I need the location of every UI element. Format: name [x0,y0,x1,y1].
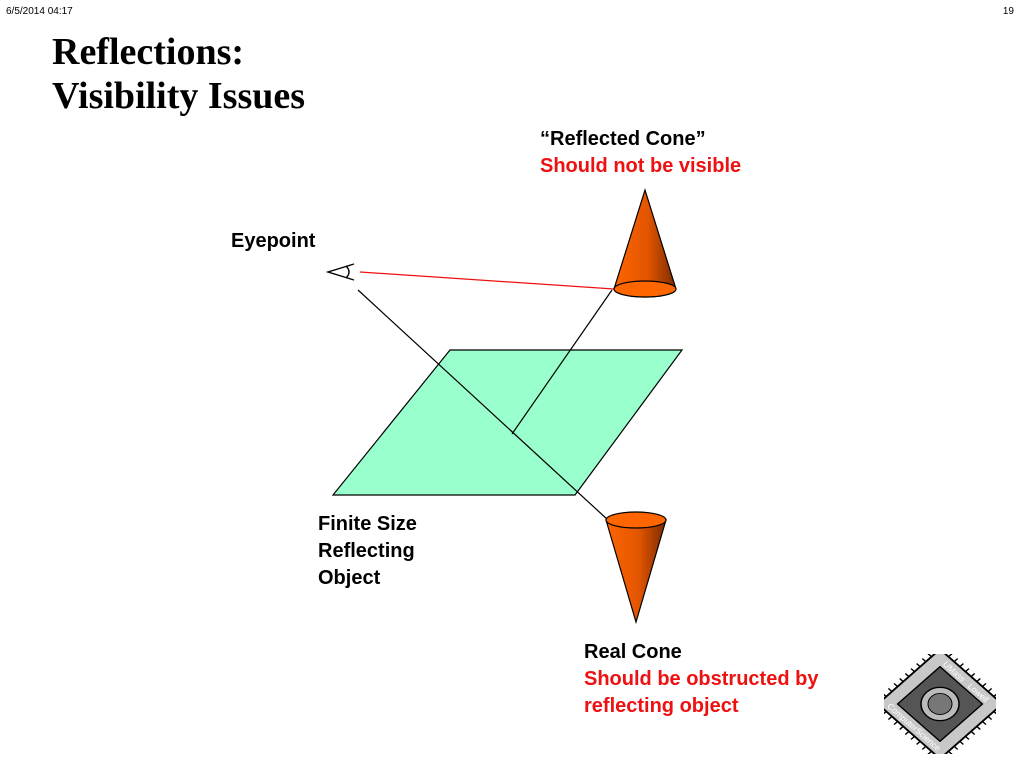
umass-lowell-cs-logo: UMass Lowell Computer Science [884,654,996,754]
title-line-1: Reflections: [52,31,245,73]
reflected-cone [613,187,677,298]
eyepoint-label: Eyepoint [231,230,316,252]
eye-icon [325,263,355,281]
slide-title: Reflections: Visibility Issues [52,30,305,118]
reflected-cone-title: “Reflected Cone” [540,128,706,150]
real-cone [605,511,667,625]
reflected-ray [511,289,613,435]
reflector-label-line-1: Finite Size [318,513,417,535]
slide-date-time: 6/5/2014 04:17 [6,6,73,17]
real-cone-note-line-1: Should be obstructed by [584,668,819,690]
real-cone-title: Real Cone [584,641,682,663]
slide-page-number: 19 [1002,6,1014,17]
real-cone-note-line-2: reflecting object [584,695,739,717]
sight-line [359,271,615,290]
reflecting-object [331,349,684,496]
reflected-cone-note: Should not be visible [540,155,742,177]
title-line-2: Visibility Issues [52,75,306,117]
reflector-label-line-3: Object [318,567,381,589]
reflector-label-line-2: Reflecting [318,540,415,562]
direct-view-ray [357,289,609,521]
